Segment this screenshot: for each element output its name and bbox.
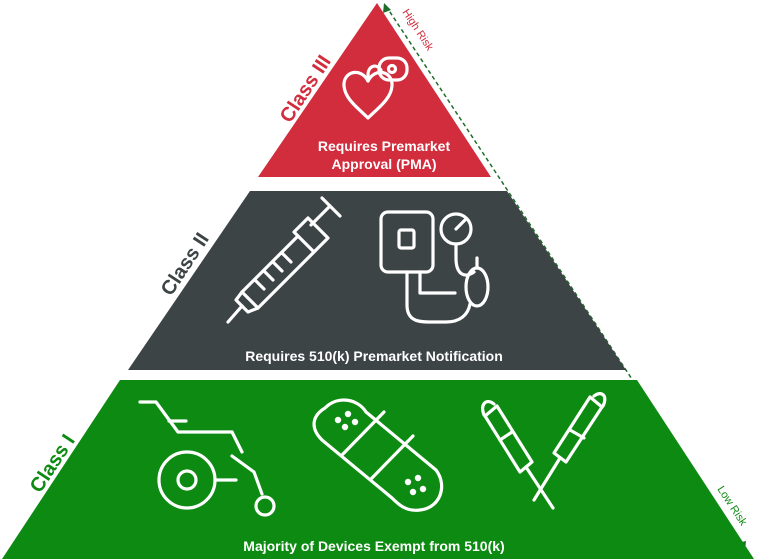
syringe-icon [226, 196, 342, 324]
class-ii-description: Requires 510(k) Premarket Notification [245, 348, 503, 364]
bandage-icon [312, 398, 444, 512]
tier-class-ii: Requires 510(k) Premarket Notification C… [128, 191, 626, 370]
tier-class-iii-shape [258, 3, 491, 177]
class-iii-description-line-2: Approval (PMA) [332, 156, 437, 172]
tier-class-iii: Requires Premarket Approval (PMA) Class … [258, 3, 491, 177]
class-iii-description-line-1: Requires Premarket [318, 138, 451, 154]
tier-class-i-shape [2, 380, 754, 559]
pacemaker-icon [342, 56, 409, 120]
wheelchair-icon [138, 400, 276, 517]
tier-class-i: Majority of Devices Exempt from 510(k) C… [2, 380, 754, 559]
blood-pressure-monitor-icon [379, 210, 490, 324]
crutches-icon [481, 392, 607, 510]
class-i-description: Majority of Devices Exempt from 510(k) [243, 538, 504, 554]
tier-class-ii-shape [128, 191, 626, 370]
